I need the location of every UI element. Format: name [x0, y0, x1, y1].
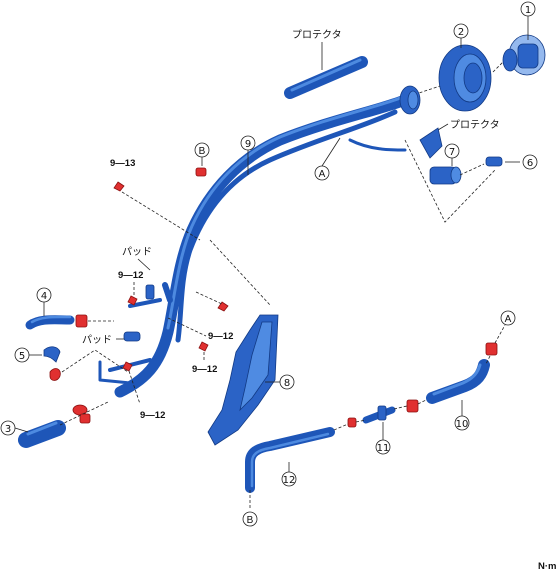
pad-upper [145, 284, 155, 300]
protector-label-top: プロテクタ [292, 29, 342, 41]
svg-text:A: A [319, 169, 326, 180]
callout-2: 2 [453, 23, 469, 48]
svg-text:B: B [247, 515, 254, 526]
dash-protector-6 [404, 139, 496, 223]
svg-text:10: 10 [456, 419, 469, 430]
svg-text:6: 6 [527, 158, 533, 169]
svg-text:5: 5 [19, 351, 25, 362]
hose-part-4 [25, 315, 75, 330]
pipe-part-12 [245, 427, 335, 493]
ref-a-right: A [500, 310, 516, 326]
callout-7: 7 [444, 143, 460, 166]
clip-right-11 [406, 399, 419, 413]
protector-tube-top [284, 56, 368, 99]
part-7 [429, 166, 462, 185]
heat-shield-part-8 [207, 314, 279, 446]
dash-1-2 [492, 61, 504, 73]
part-6 [485, 156, 503, 167]
torque-9-13: 9—13 [110, 158, 135, 169]
unit-label: N·m [538, 561, 556, 572]
callout-3: 3 [0, 420, 29, 436]
dash-shield [209, 239, 271, 306]
svg-text:1: 1 [525, 5, 531, 16]
svg-text:3: 3 [5, 424, 11, 435]
callout-5: 5 [14, 347, 42, 363]
bolt-9-12-a [127, 295, 138, 306]
callout-9: 9 [240, 135, 256, 175]
bracket-lower [98, 360, 142, 386]
svg-text:11: 11 [377, 443, 390, 454]
pad-leader-upper [137, 258, 151, 271]
torque-9-12-d: 9—12 [140, 410, 165, 421]
hose-part-3 [18, 420, 66, 448]
fuel-cap-part-1 [502, 34, 546, 76]
bolt-9-13 [113, 181, 125, 192]
protector-leader-right [437, 123, 449, 131]
svg-text:7: 7 [449, 147, 455, 158]
filler-ring-part-2 [438, 44, 492, 112]
callout-12: 12 [281, 462, 297, 487]
protector-label-right: プロテクタ [450, 119, 500, 131]
svg-text:12: 12 [283, 475, 296, 486]
ref-b-upper: B [194, 142, 210, 166]
connector-part-11 [362, 405, 396, 424]
svg-text:A: A [505, 314, 512, 325]
callout-4: 4 [36, 287, 52, 316]
part-5 [43, 346, 61, 381]
svg-text:4: 4 [41, 291, 47, 302]
clip-part-3 [79, 413, 91, 424]
callout-6: 6 [505, 154, 538, 170]
clip-b-upper [195, 167, 207, 177]
torque-9-12-a: 9—12 [118, 270, 143, 281]
dash-9-13 [121, 191, 201, 241]
callout-8: 8 [265, 374, 295, 390]
bolt-9-12-b [217, 301, 229, 312]
svg-text:8: 8 [284, 378, 290, 389]
svg-text:B: B [199, 146, 206, 157]
pipe-part-10 [426, 359, 490, 404]
ref-b-lower: B [242, 511, 258, 527]
dash-7-6 [459, 163, 485, 176]
pad-lower [123, 331, 141, 342]
clip-part-10 [485, 342, 498, 356]
callout-10: 10 [454, 400, 470, 431]
callout-11: 11 [375, 422, 391, 455]
clip-left-11 [347, 417, 357, 428]
clip-part-4 [75, 314, 88, 328]
protector-right [419, 127, 443, 159]
pad-label-upper: パッド [122, 246, 152, 258]
svg-text:9: 9 [245, 139, 251, 150]
svg-text:2: 2 [458, 27, 464, 38]
torque-9-12-b: 9—12 [208, 331, 233, 342]
dash-5 [61, 349, 129, 373]
bolt-9-12-c [198, 341, 209, 352]
callout-1: 1 [520, 1, 536, 40]
torque-9-12-c: 9—12 [192, 364, 217, 375]
ref-a-upper: A [314, 137, 341, 181]
pad-label-lower: パッド [82, 334, 112, 346]
